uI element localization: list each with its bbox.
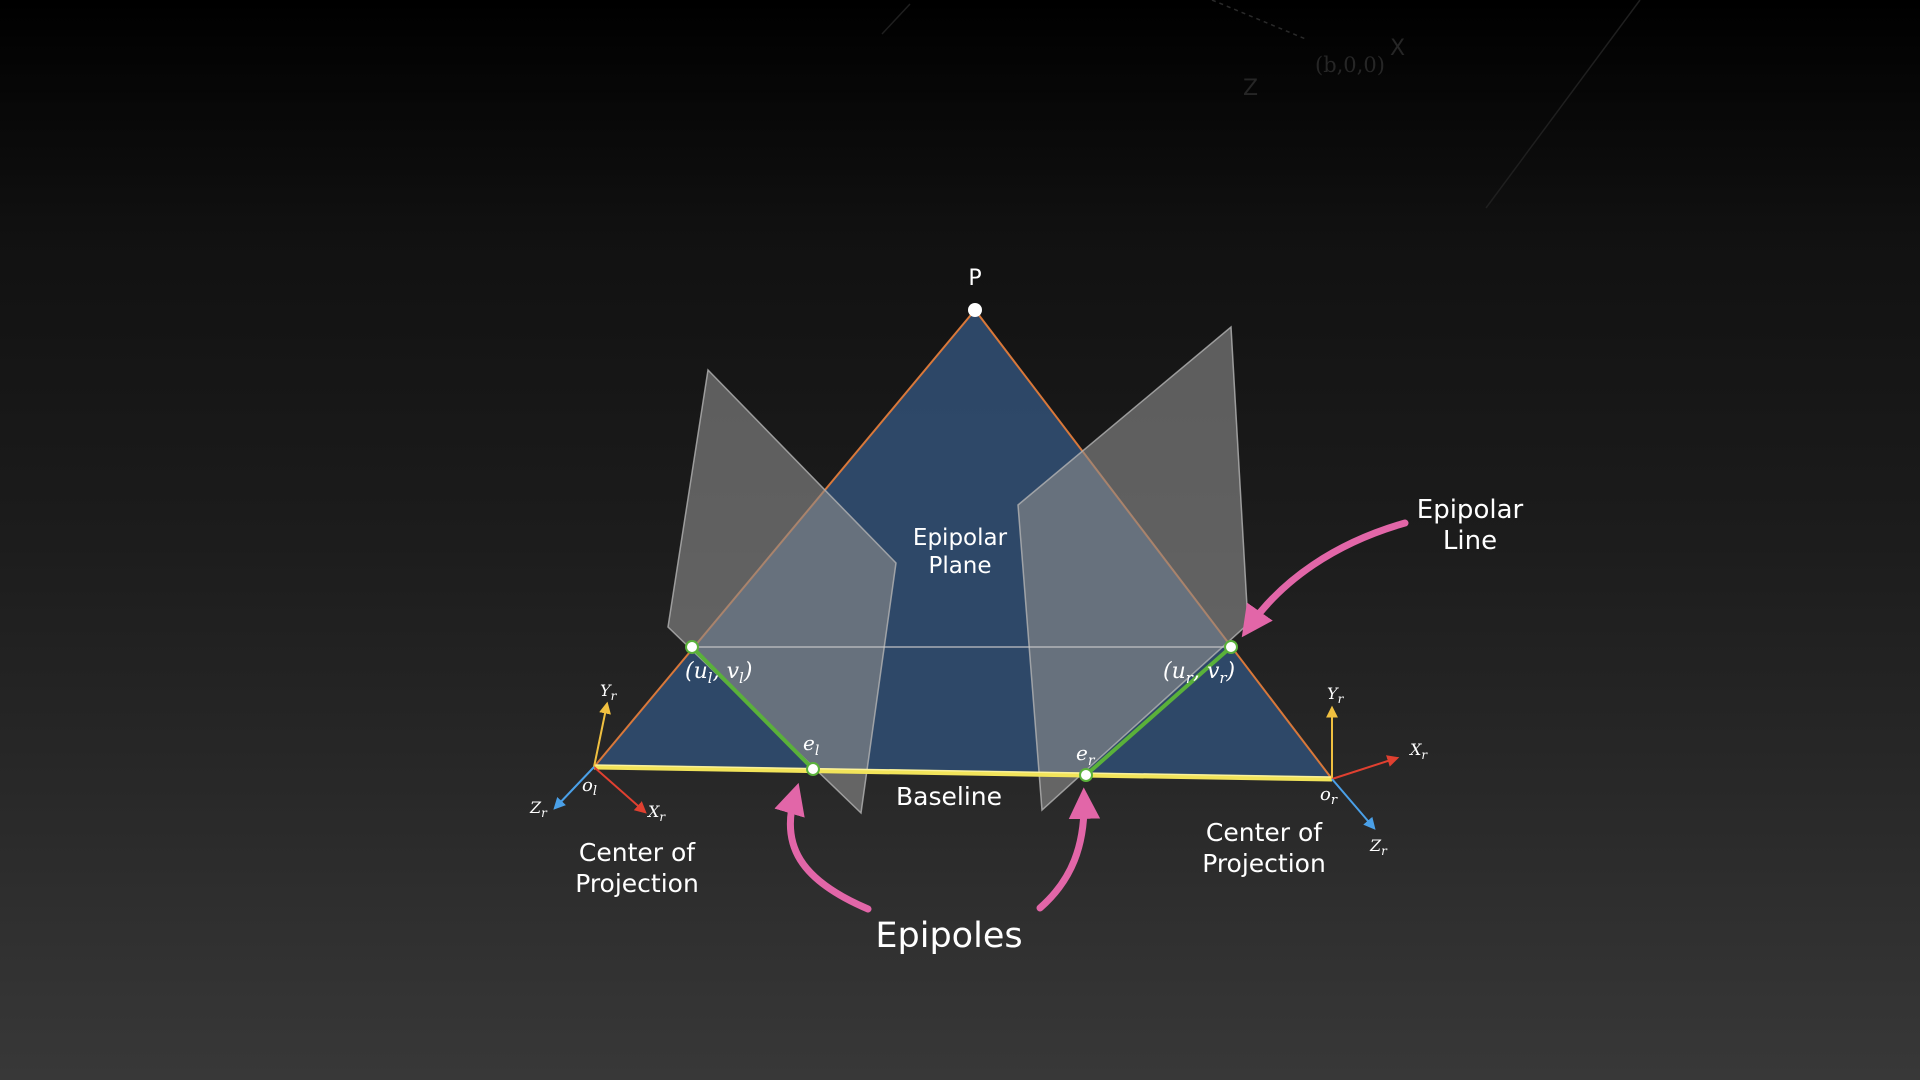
left-x-axis: [593, 766, 647, 814]
left-y-axis: [593, 701, 611, 768]
point-p-marker: [968, 303, 982, 317]
epipoles-label: Epipoles: [875, 916, 1022, 956]
faint-coord-label: (b,0,0): [1315, 53, 1385, 77]
right-x-base: X: [1408, 740, 1422, 759]
right-x-sub: r: [1421, 748, 1428, 762]
faint-line-left: [881, 3, 911, 35]
left-image-plane: [667, 368, 897, 815]
faint-background: (b,0,0) X Z: [881, 0, 1641, 209]
right-y-sub: r: [1338, 692, 1345, 706]
baseline-label: Baseline: [896, 782, 1002, 811]
faint-dashed-line: [1211, 0, 1309, 41]
right-z-axis-label: Zr: [1369, 836, 1388, 858]
right-center-label-line1: Center of: [1206, 818, 1323, 847]
right-epipole-marker: [1079, 768, 1093, 782]
right-image-point-label: (ur, vr): [1163, 659, 1235, 687]
left-point-open-paren: (: [685, 659, 694, 684]
right-origin-label: or: [1320, 784, 1338, 808]
left-point-close-paren: ): [743, 659, 753, 684]
right-epipole-base: e: [1076, 741, 1088, 765]
right-point-u: u: [1172, 659, 1186, 684]
left-y-axis-label: Yr: [600, 681, 618, 703]
left-point-v-sub: l: [739, 669, 744, 687]
epipolar-line-callout-arrow: [1241, 519, 1409, 638]
left-origin-sub: l: [593, 784, 597, 799]
left-point-comma: ,: [713, 659, 727, 684]
epipolar-line-label-line1: Epipolar: [1417, 495, 1524, 525]
left-center-label-line2: Projection: [575, 869, 699, 898]
right-point-close-paren: ): [1226, 659, 1236, 684]
left-epipole-label: el: [803, 731, 819, 759]
baseline-line: [593, 764, 1333, 782]
right-y-base: Y: [1327, 684, 1339, 703]
epipolar-line-label-line2: Line: [1443, 526, 1497, 556]
right-origin-base: o: [1320, 784, 1331, 805]
right-epipole-callout-arrow: [1036, 787, 1101, 912]
faint-diagonal-line: [1485, 0, 1641, 209]
left-camera-axes: [553, 701, 647, 814]
left-x-base: X: [646, 802, 660, 821]
left-epipole-marker: [806, 762, 820, 776]
left-point-u: u: [694, 659, 708, 684]
right-x-axis: [1331, 755, 1400, 780]
epipolar-plane-label-line1: Epipolar: [913, 525, 1008, 551]
left-z-axis-label: Zr: [529, 798, 548, 820]
left-z-sub: r: [541, 806, 548, 820]
right-image-point-marker: [1224, 640, 1238, 654]
right-x-axis-label: Xr: [1408, 740, 1428, 762]
faint-z-label: Z: [1243, 76, 1258, 101]
epipolar-plane-label-line2: Plane: [928, 553, 991, 579]
right-z-base: Z: [1369, 836, 1382, 855]
left-point-v: v: [727, 659, 740, 684]
faint-x-label: X: [1390, 36, 1405, 61]
baseline-highlight: [593, 764, 1333, 778]
left-origin-base: o: [582, 775, 593, 796]
right-camera-axes: [1326, 705, 1400, 830]
left-z-axis: [553, 766, 595, 810]
left-origin-label: ol: [582, 775, 597, 799]
point-p-label: P: [968, 266, 981, 291]
left-epipolar-line: [690, 645, 815, 771]
right-point-v-sub: r: [1219, 669, 1227, 687]
left-x-axis-label: Xr: [646, 802, 666, 824]
right-z-sub: r: [1381, 844, 1388, 858]
left-image-point-label: (ul, vl): [685, 659, 752, 687]
right-point-comma: ,: [1193, 659, 1207, 684]
left-center-label-line1: Center of: [579, 838, 696, 867]
right-epipole-label: er: [1076, 741, 1096, 769]
right-point-open-paren: (: [1163, 659, 1172, 684]
right-y-axis-label: Yr: [1327, 684, 1345, 706]
right-epipolar-line: [1084, 645, 1233, 777]
left-z-base: Z: [529, 798, 542, 817]
right-z-axis: [1331, 778, 1376, 830]
left-image-point-marker: [685, 640, 699, 654]
left-y-sub: r: [611, 689, 618, 703]
right-origin-sub: r: [1331, 793, 1338, 808]
left-x-sub: r: [659, 810, 666, 824]
right-center-label-line2: Projection: [1202, 849, 1326, 878]
right-point-u-sub: r: [1186, 669, 1194, 687]
left-epipole-base: e: [803, 731, 815, 755]
left-epipole-callout-arrow: [774, 782, 872, 913]
left-epipole-sub: l: [815, 743, 819, 759]
left-point-u-sub: l: [708, 669, 713, 687]
right-point-v: v: [1207, 659, 1220, 684]
left-y-base: Y: [600, 681, 612, 700]
right-epipole-sub: r: [1088, 753, 1096, 769]
